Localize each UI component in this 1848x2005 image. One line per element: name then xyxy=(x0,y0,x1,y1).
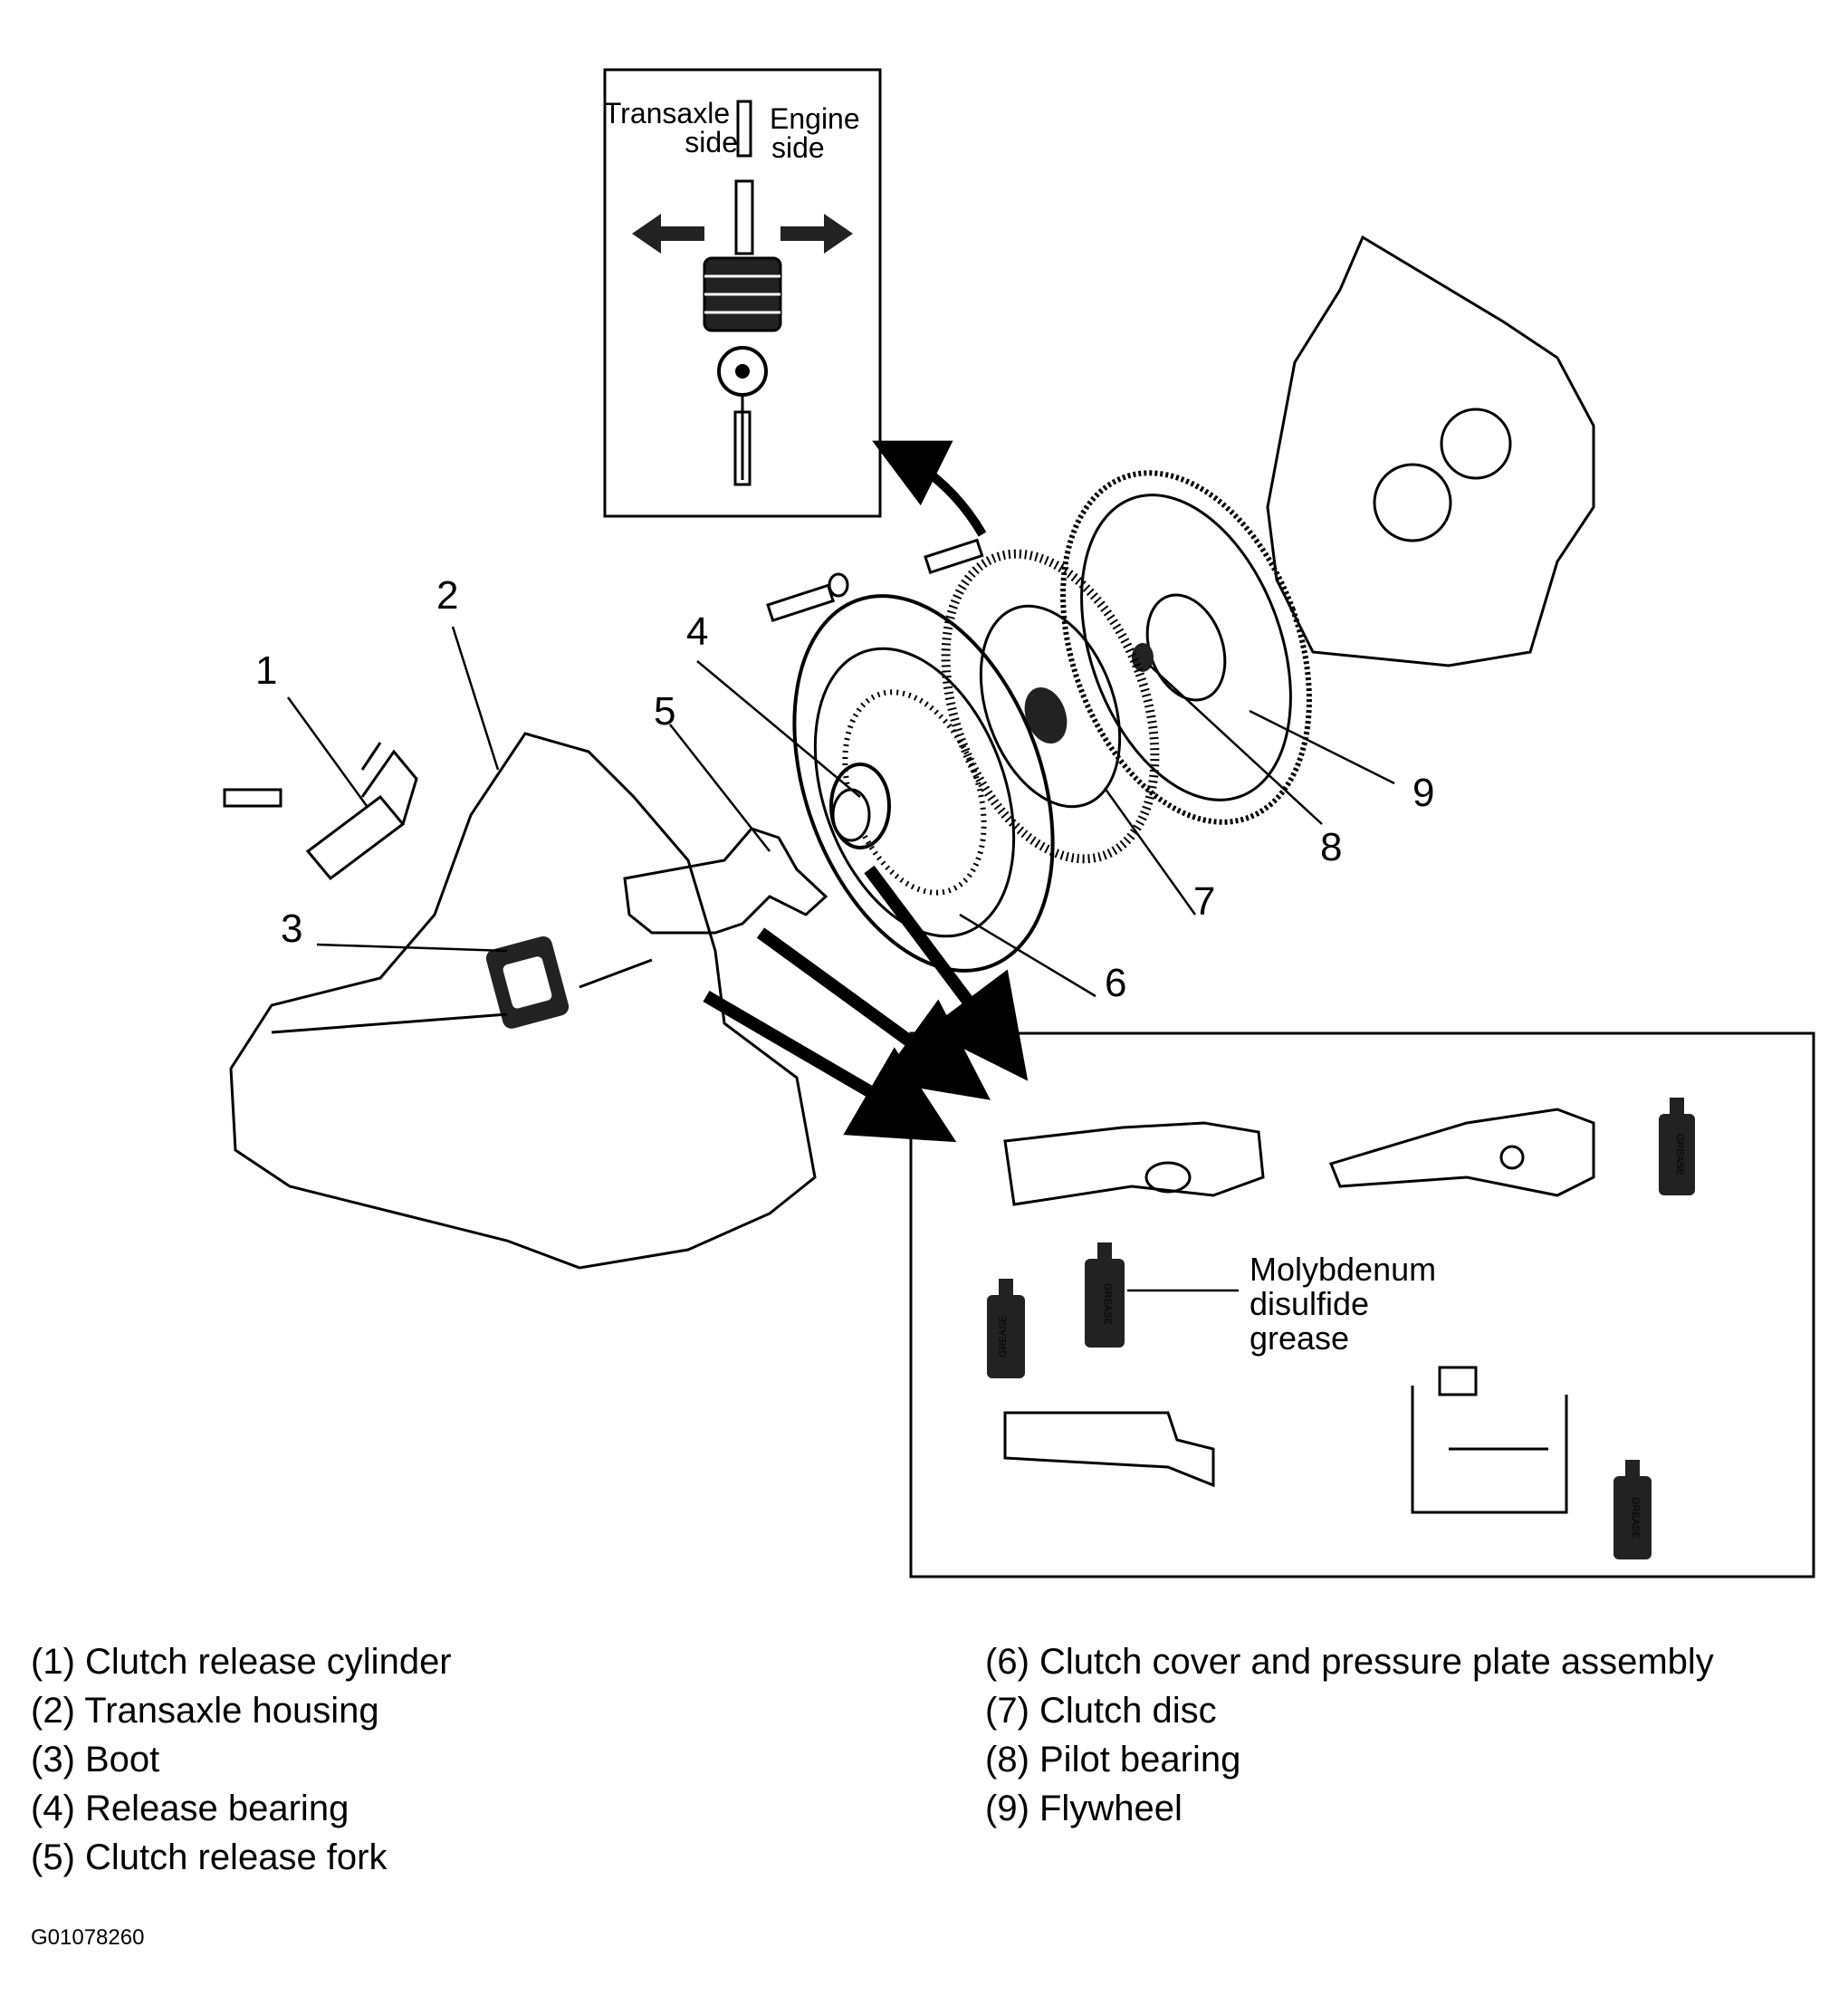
transaxle-housing-part xyxy=(229,732,817,1270)
legend-item-clutch-cover: (6) Clutch cover and pressure plate asse… xyxy=(985,1642,1714,1682)
grease-can-icon: GREASE xyxy=(987,1279,1025,1378)
pilot-bearing-part xyxy=(1132,643,1154,672)
leader-lines xyxy=(286,626,1395,998)
legend-item-flywheel: (9) Flywheel xyxy=(985,1789,1183,1828)
callout-7: 7 xyxy=(1193,879,1215,924)
pressure-plate-part xyxy=(792,594,1055,973)
inset-grease-points: GREASE GREASE GREASE GREASE Molybdenum d… xyxy=(909,1031,1815,1578)
legend-item-clutch-disc: (7) Clutch disc xyxy=(985,1691,1217,1731)
release-cylinder-part xyxy=(305,742,418,881)
release-bearing-part xyxy=(829,763,891,849)
legend-item-release-bearing: (4) Release bearing xyxy=(31,1789,349,1828)
callout-6: 6 xyxy=(1105,961,1126,1005)
engine-side-label: Engine side xyxy=(770,102,868,164)
legend-item-clutch-release-fork: (5) Clutch release fork xyxy=(31,1837,388,1877)
inset-release-fork-direction: Transaxle side Engine side xyxy=(603,68,882,518)
svg-text:GREASE: GREASE xyxy=(1674,1134,1685,1175)
grease-can-icon: GREASE xyxy=(1659,1098,1695,1195)
legend-left: (1) Clutch release cylinder (2) Transaxl… xyxy=(31,1637,452,1882)
grease-can-icon: GREASE xyxy=(1085,1242,1125,1348)
grease-label: Molybdenum disulfide grease xyxy=(1250,1251,1445,1357)
clutch-disc-part xyxy=(941,549,1160,864)
legend-right: (6) Clutch cover and pressure plate asse… xyxy=(985,1637,1714,1833)
callout-4: 4 xyxy=(686,609,708,654)
curved-arrow-icon xyxy=(872,440,987,537)
left-arrow-icon xyxy=(632,214,704,254)
svg-text:GREASE: GREASE xyxy=(998,1316,1009,1357)
callout-9: 9 xyxy=(1412,771,1434,815)
svg-text:GREASE: GREASE xyxy=(1630,1497,1641,1539)
callout-3: 3 xyxy=(281,907,302,951)
legend-item-pilot-bearing: (8) Pilot bearing xyxy=(985,1740,1241,1780)
flywheel-part xyxy=(1060,470,1312,825)
callout-8: 8 xyxy=(1320,825,1342,869)
pointer-arrows xyxy=(703,865,1029,1143)
grease-can-icon: GREASE xyxy=(1613,1460,1652,1559)
boot-part xyxy=(485,935,570,1029)
engine-plate-part xyxy=(1266,235,1595,667)
transaxle-side-label: Transaxle side xyxy=(604,97,738,158)
callout-2: 2 xyxy=(436,573,458,618)
figure-code: G01078260 xyxy=(31,1925,145,1950)
callout-1: 1 xyxy=(255,648,277,693)
callout-5: 5 xyxy=(654,689,675,734)
legend-item-transaxle-housing: (2) Transaxle housing xyxy=(31,1691,379,1731)
svg-text:GREASE: GREASE xyxy=(1102,1283,1113,1325)
legend-item-boot: (3) Boot xyxy=(31,1740,160,1780)
legend-item-clutch-release-cylinder: (1) Clutch release cylinder xyxy=(31,1642,452,1682)
right-arrow-icon xyxy=(780,214,853,254)
release-fork-part xyxy=(623,827,828,935)
bolts-part xyxy=(223,538,984,808)
clutch-exploded-diagram: Transaxle side Engine side xyxy=(223,68,1815,1578)
